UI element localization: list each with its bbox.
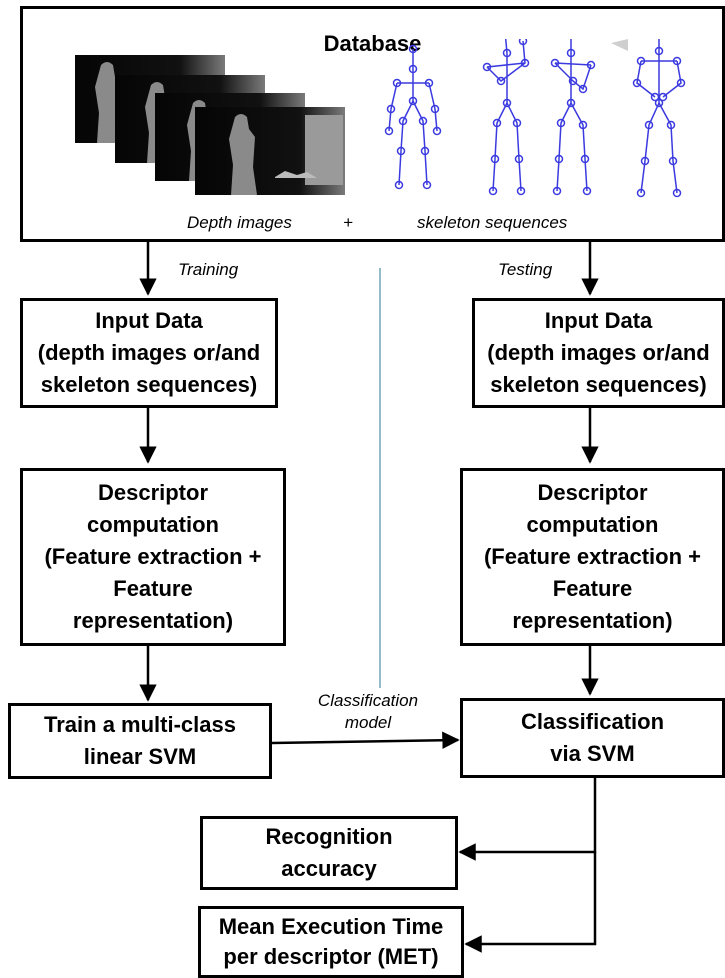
met-line-1: Mean Execution Time: [218, 914, 444, 939]
left-descriptor-line-3: (Feature extraction +: [44, 544, 262, 569]
skeleton-2: [482, 39, 530, 196]
left-input-line-2: (depth images or/and: [37, 340, 261, 365]
train-line-1: Train a multi-class: [44, 712, 236, 737]
right-descriptor-box: Descriptor computation (Feature extracti…: [460, 468, 725, 646]
plus-label: +: [343, 213, 353, 232]
met-box: Mean Execution Time per descriptor (MET): [198, 906, 464, 978]
right-descriptor-line-5: representation): [512, 608, 673, 633]
skeleton-sequences: [384, 39, 686, 198]
right-input-line-3: skeleton sequences): [490, 372, 707, 397]
depth-frame-4: [195, 107, 345, 195]
left-descriptor-box: Descriptor computation (Feature extracti…: [20, 468, 286, 646]
accuracy-line-2: accuracy: [281, 856, 377, 881]
right-descriptor-line-4: Feature: [552, 576, 633, 601]
left-descriptor-line-4: Feature: [113, 576, 193, 601]
skeleton-1: [384, 44, 442, 190]
right-input-data-box: Input Data (depth images or/and skeleton…: [472, 298, 725, 408]
testing-label: Testing: [498, 260, 553, 279]
left-input-line-3: skeleton sequences): [40, 372, 258, 397]
training-label: Training: [178, 260, 239, 279]
train-svm-box: Train a multi-class linear SVM: [8, 703, 272, 779]
arrow-to-accuracy: [458, 778, 597, 861]
skeleton-3: [550, 39, 596, 196]
accuracy-line-1: Recognition: [265, 824, 393, 849]
arrow-to-met: [464, 852, 597, 953]
train-line-2: linear SVM: [83, 744, 197, 769]
met-line-2: per descriptor (MET): [223, 944, 439, 969]
skeleton-sequences-label: skeleton sequences: [417, 213, 568, 232]
recognition-accuracy-box: Recognition accuracy: [200, 816, 458, 890]
left-input-line-1: Input Data: [95, 308, 203, 333]
right-descriptor-line-3: (Feature extraction +: [483, 544, 701, 569]
left-descriptor-line-2: computation: [86, 512, 219, 537]
depth-images-stack: [75, 55, 345, 195]
database-title: Database: [323, 31, 422, 56]
model-label-line-1: Classification: [317, 691, 419, 710]
skeleton-4: [632, 39, 686, 198]
model-label-line-2: model: [344, 713, 392, 732]
left-descriptor-line-5: representation): [72, 608, 234, 633]
classification-model-label: Classification model: [298, 690, 438, 734]
right-input-line-2: (depth images or/and: [487, 340, 710, 365]
left-descriptor-line-1: Descriptor: [97, 480, 209, 505]
database-panel: Database: [20, 6, 725, 242]
classification-line-1: Classification: [520, 709, 665, 734]
classification-box: Classification via SVM: [460, 698, 725, 778]
right-input-line-1: Input Data: [544, 308, 653, 333]
arrow-model-to-classification: [271, 731, 460, 750]
right-descriptor-line-1: Descriptor: [537, 480, 648, 505]
left-input-data-box: Input Data (depth images or/and skeleton…: [20, 298, 278, 408]
skeleton-decoration: [611, 39, 628, 51]
classification-line-2: via SVM: [550, 741, 635, 766]
depth-images-label: Depth images: [187, 213, 292, 232]
right-descriptor-line-2: computation: [526, 512, 659, 537]
